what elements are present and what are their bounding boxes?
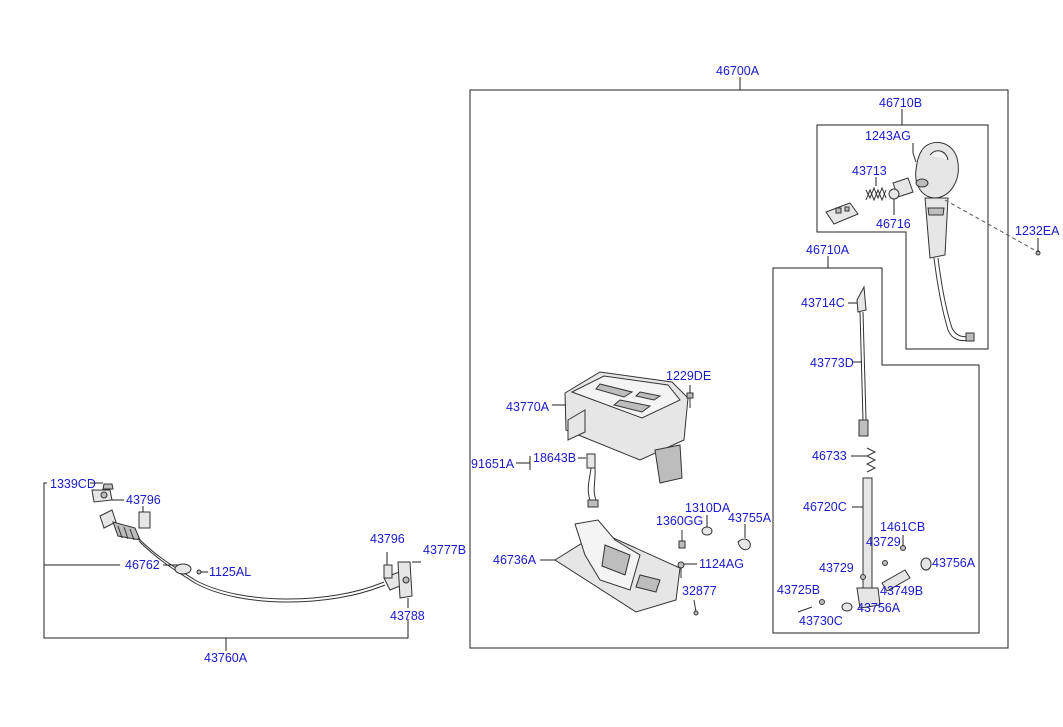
label-1124AG: 1124AG bbox=[699, 557, 744, 571]
console-cover bbox=[552, 371, 694, 484]
label-46762: 46762 bbox=[125, 558, 160, 572]
label-43729-upper: 43729 bbox=[866, 535, 901, 549]
label-18643B: 18643B bbox=[533, 451, 576, 465]
label-46720C: 46720C bbox=[803, 500, 847, 514]
label-1360GG: 1360GG bbox=[656, 514, 703, 528]
label-43796-right: 43796 bbox=[370, 532, 405, 546]
label-1229DE: 1229DE bbox=[666, 369, 711, 383]
label-46710A: 46710A bbox=[806, 243, 850, 257]
label-43788: 43788 bbox=[390, 609, 425, 623]
label-43713: 43713 bbox=[852, 164, 887, 178]
label-43760A: 43760A bbox=[204, 651, 248, 665]
label-32877: 32877 bbox=[682, 584, 717, 598]
label-46710B: 46710B bbox=[879, 96, 922, 110]
shift-lever-assembly bbox=[797, 285, 932, 613]
label-1339CD: 1339CD bbox=[50, 477, 96, 491]
label-1310DA: 1310DA bbox=[685, 501, 731, 515]
label-43756A-upper: 43756A bbox=[932, 556, 976, 570]
label-43770A: 43770A bbox=[506, 400, 550, 414]
label-43796-left: 43796 bbox=[126, 493, 161, 507]
label-43755A: 43755A bbox=[728, 511, 772, 525]
label-43773D: 43773D bbox=[810, 356, 854, 370]
label-1125AL: 1125AL bbox=[209, 565, 251, 579]
base-bracket bbox=[540, 515, 751, 616]
label-1232EA: 1232EA bbox=[1015, 224, 1060, 238]
label-1461CB: 1461CB bbox=[880, 520, 925, 534]
label-43756A-lower: 43756A bbox=[857, 601, 901, 615]
label-46733: 46733 bbox=[812, 449, 847, 463]
label-43729-lower: 43729 bbox=[819, 561, 854, 575]
label-46716: 46716 bbox=[876, 217, 911, 231]
harness bbox=[516, 453, 599, 508]
shift-cable bbox=[90, 482, 421, 608]
label-43714C: 43714C bbox=[801, 296, 845, 310]
label-43730C: 43730C bbox=[799, 614, 843, 628]
label-46700A: 46700A bbox=[716, 64, 760, 78]
label-43777B: 43777B bbox=[423, 543, 466, 557]
label-43725B: 43725B bbox=[777, 583, 820, 597]
part-labels: 46700A 46710B 1243AG 43713 46716 1232EA … bbox=[50, 64, 1060, 665]
label-91651A: 91651A bbox=[471, 457, 515, 471]
label-43749B: 43749B bbox=[880, 584, 923, 598]
assembly-frames bbox=[43, 77, 1009, 651]
label-46736A: 46736A bbox=[493, 553, 537, 567]
shift-knob-assembly bbox=[825, 142, 1041, 342]
label-1243AG: 1243AG bbox=[865, 129, 911, 143]
